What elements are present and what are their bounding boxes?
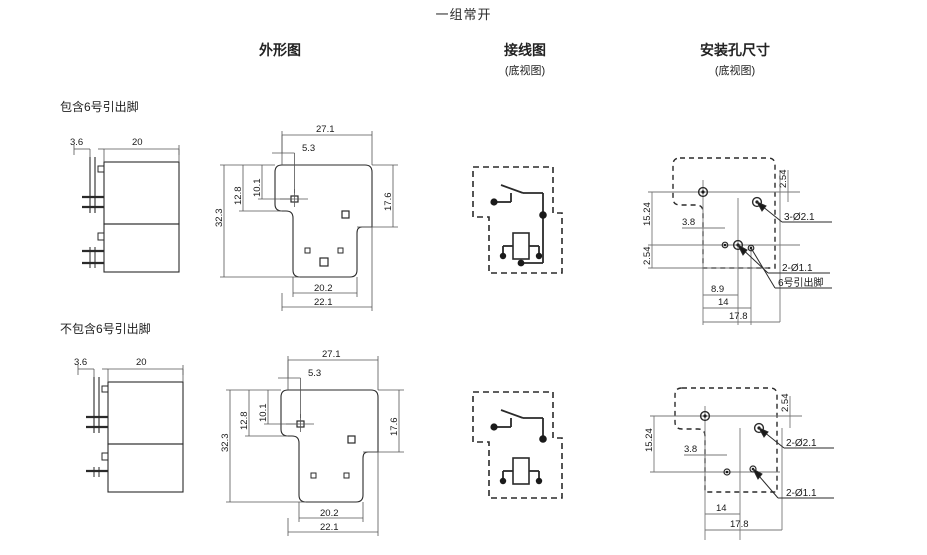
- column-header-outline: 外形图: [259, 42, 301, 58]
- mount-callout-3-d21-row1: 3-Ø2.1: [784, 212, 815, 223]
- mount-dim-89-row1: 8.9: [711, 284, 724, 295]
- outline-dim-202-row2: 20.2: [320, 508, 339, 519]
- outline-dim-101-row1: 10.1: [252, 179, 263, 198]
- mount-dim-178-row1: 17.8: [729, 311, 748, 322]
- outline-dim-323-row1: 32.3: [214, 209, 225, 228]
- mount-dim-14-row2: 14: [716, 503, 727, 514]
- mount-dim-14-row1: 14: [718, 297, 729, 308]
- mounting-view-row1: 15.24 2.54 2.54 3.8 8.9 14 17.8 3-Ø2.1 2…: [620, 140, 850, 335]
- row-label-without-pin6: 不包含6号引出脚: [60, 322, 151, 336]
- side-dim-20-row1: 20: [132, 137, 143, 148]
- side-dim-3p6-row1: 3.6: [70, 137, 83, 148]
- mount-dim-178-row2: 17.8: [730, 519, 749, 530]
- mount-dim-1524-row2: 15.24: [644, 428, 655, 452]
- outline-dim-128-row2: 12.8: [239, 412, 250, 431]
- outline-dim-176-row2: 17.6: [389, 418, 400, 437]
- side-view-row1: 3.6 20: [60, 135, 220, 285]
- mount-dim-254-left-row1: 2.54: [642, 247, 653, 266]
- mount-callout-pin6-row1: 6号引出脚: [778, 276, 824, 289]
- outline-dim-53-row1: 5.3: [302, 143, 315, 154]
- mount-callout-2-d21-row2: 2-Ø2.1: [786, 438, 817, 449]
- column-subheader-wiring: (底视图): [504, 65, 546, 77]
- mounting-view-row2: 15.24 2.54 3.8 14 17.8 2-Ø2.1 2-Ø1.1: [620, 370, 850, 550]
- outline-view-row1: 27.1 5.3 32.3 12.8 10.1 17.6 20.2 22.1: [210, 115, 420, 315]
- side-dim-20-row2: 20: [136, 357, 147, 368]
- side-dim-3p6-row2: 3.6: [74, 357, 87, 368]
- mount-dim-38-row1: 3.8: [682, 217, 695, 228]
- column-subheader-mounting: (底视图): [714, 65, 756, 77]
- side-view-row2: 3.6 20: [60, 355, 220, 505]
- mount-callout-2-d11-row1: 2-Ø1.1: [782, 263, 813, 274]
- row-label-with-pin6: 包含6号引出脚: [60, 100, 139, 114]
- mount-dim-254-top-row2: 2.54: [780, 394, 791, 413]
- page-title: 一组常开: [435, 7, 492, 22]
- outline-dim-128-row1: 12.8: [233, 187, 244, 206]
- outline-dim-176-row1: 17.6: [383, 193, 394, 212]
- outline-dim-101-row2: 10.1: [258, 404, 269, 423]
- column-header-mounting: 安装孔尺寸: [700, 42, 770, 58]
- mount-dim-254-top-row1: 2.54: [778, 170, 789, 189]
- outline-dim-323-row2: 32.3: [220, 434, 231, 453]
- outline-view-row2: 27.1 5.3 32.3 12.8 10.1 17.6 20.2 22.1: [210, 340, 420, 540]
- mount-dim-38-row2: 3.8: [684, 444, 697, 455]
- mount-callout-2-d11-row2: 2-Ø1.1: [786, 488, 817, 499]
- wiring-diagram-row1: [465, 155, 585, 290]
- column-header-wiring: 接线图: [504, 42, 546, 58]
- mount-dim-1524-row1: 15.24: [642, 202, 653, 226]
- outline-dim-202-row1: 20.2: [314, 283, 333, 294]
- outline-dim-271-row2: 27.1: [322, 349, 341, 360]
- outline-dim-271-row1: 27.1: [316, 124, 335, 135]
- outline-dim-221-row1: 22.1: [314, 297, 333, 308]
- outline-dim-221-row2: 22.1: [320, 522, 339, 533]
- wiring-diagram-row2: [465, 380, 585, 515]
- outline-dim-53-row2: 5.3: [308, 368, 321, 379]
